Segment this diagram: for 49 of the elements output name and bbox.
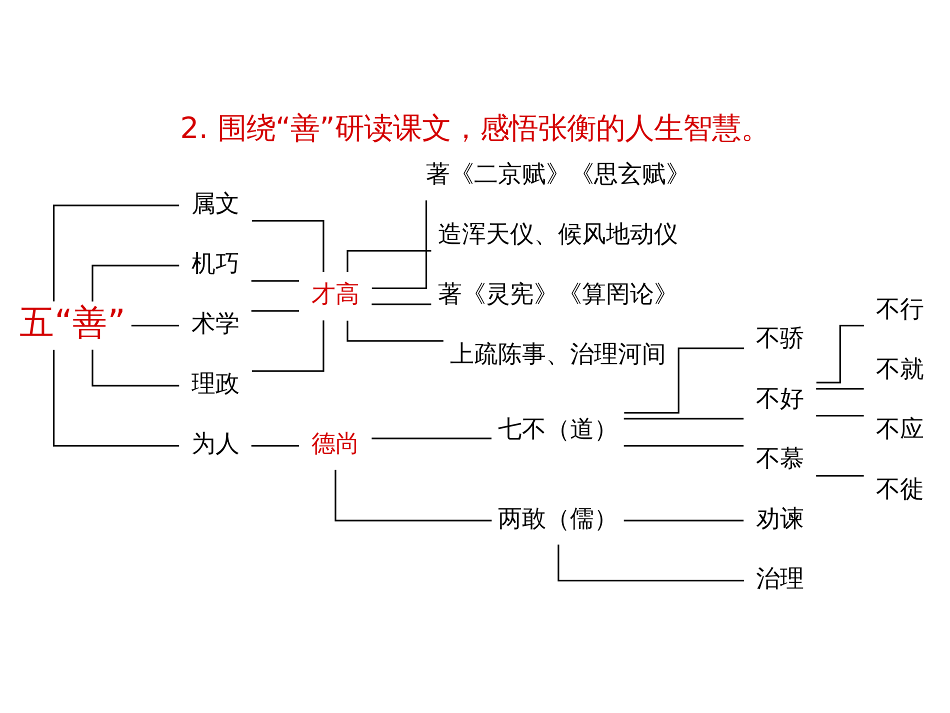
connector (52, 349, 180, 446)
node-text: 造浑天仪、候风地动仪 (438, 220, 678, 248)
connector (52, 204, 180, 301)
node-text: 不骄 (756, 324, 804, 352)
connector (92, 264, 180, 302)
connector (624, 519, 744, 521)
connector (346, 250, 432, 272)
connector (131, 324, 180, 326)
node-text: 不慕 (756, 444, 804, 472)
node-text: 治理 (756, 564, 804, 592)
node-text: 五“善” (19, 302, 126, 343)
node-text: 不就 (876, 354, 924, 382)
connector (334, 469, 492, 521)
connector (624, 444, 744, 446)
connector (251, 310, 300, 312)
connector (252, 220, 324, 272)
connector (251, 444, 300, 446)
node-text: 不应 (876, 414, 924, 442)
connector (372, 437, 492, 439)
node-text: 属文 (191, 188, 240, 217)
node-text: 不行 (876, 294, 924, 322)
connector (816, 324, 864, 383)
connector (816, 474, 864, 476)
node-text: 七不（道） (498, 414, 618, 442)
node-text: 德尚 (311, 429, 360, 458)
connector (346, 320, 444, 342)
node-text: 为人 (191, 429, 240, 458)
connector (251, 280, 300, 282)
node-text: 术学 (191, 309, 240, 337)
node-text: 劝谏 (756, 504, 804, 532)
connector (816, 414, 864, 416)
connector (372, 302, 432, 305)
node-text: 理政 (191, 369, 240, 398)
connector (92, 349, 180, 386)
node-text: 不徙 (876, 474, 924, 503)
connector (558, 544, 744, 581)
node-text: 两敢（儒） (498, 504, 618, 532)
connector (372, 200, 428, 289)
node-text: 著《二京赋》《思玄赋》 (426, 159, 690, 188)
node-text: 不好 (756, 384, 804, 412)
node-text: 上疏陈事、治理河间 (450, 340, 666, 368)
node-text: 才高 (311, 280, 360, 308)
node-text: 机巧 (191, 248, 240, 277)
node-text: 著《灵宪》《算罔论》 (438, 280, 678, 308)
connector (816, 388, 864, 390)
connector (252, 320, 324, 372)
connector (624, 347, 744, 414)
diagram-title: 2. 围绕“善”研读课文，感悟张衡的人生智慧。 (180, 110, 770, 145)
connector (624, 417, 744, 419)
